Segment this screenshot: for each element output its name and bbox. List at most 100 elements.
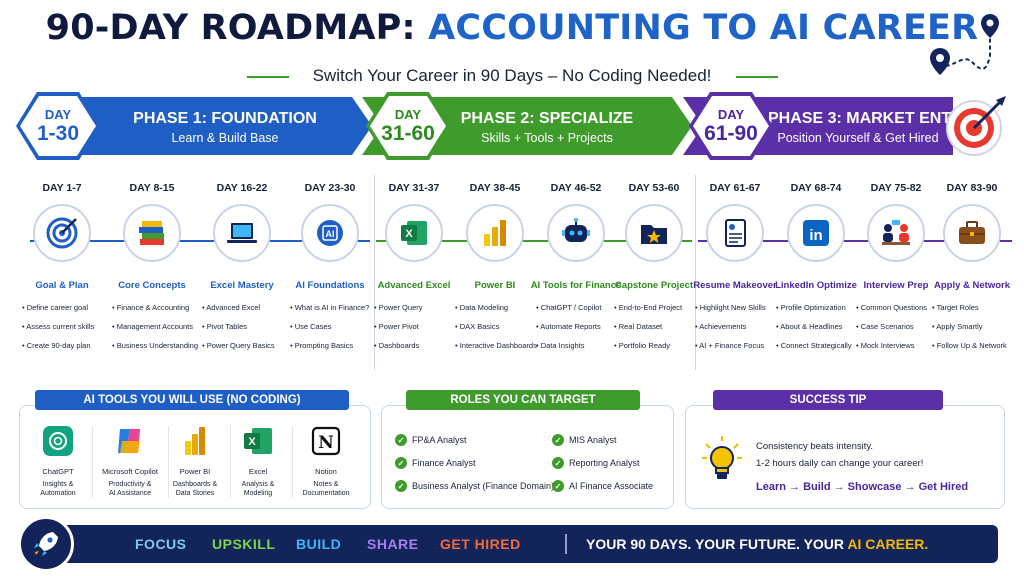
step-column: DAY 68-74 in LinkedIn Optimize Profile O… (770, 182, 862, 360)
step-day: DAY 23-30 (304, 182, 356, 194)
tool-desc-1: Productivity & (108, 481, 152, 488)
step-item: Follow Up & Network (932, 341, 1018, 350)
tool-name: Power BI (179, 467, 211, 476)
step-item: Create 90-day plan (22, 341, 108, 350)
tool-item: Microsoft Copilot Productivity &AI Assis… (90, 425, 170, 499)
phase-2-subtitle: Skills + Tools + Projects (481, 131, 613, 145)
step-column: DAY 75-82 Interview Prep Common Question… (850, 182, 942, 360)
resume-icon (706, 204, 764, 262)
phase-2-day-label: DAY (394, 107, 422, 122)
step-item: Achievements (695, 322, 781, 331)
tool-item: Power BI Dashboards & Data Stories (161, 425, 229, 499)
step-item: Pivot Tables (202, 322, 288, 331)
step-title: AI Tools for Finance (530, 280, 622, 291)
step-item: What is AI in Finance? (290, 303, 376, 312)
role-label: Finance Analyst (412, 458, 476, 468)
step-day: DAY 16-22 (216, 182, 268, 194)
step-title: Capstone Project (614, 280, 694, 291)
tool-item: ChatGPT Insights &Automation (24, 425, 92, 499)
notion-icon: N (311, 426, 341, 456)
tool-item: N Notion Notes &Documentation (289, 425, 363, 499)
step-day: DAY 68-74 (790, 182, 842, 194)
step-column: DAY 31-37 X Advanced Excel Power QueryPo… (368, 182, 460, 360)
step-item: Dashboards (374, 341, 460, 350)
tool-name: ChatGPT (42, 467, 74, 476)
chatgpt-icon (43, 426, 73, 456)
step-title: Interview Prep (863, 280, 929, 291)
svg-text:in: in (809, 227, 822, 244)
step-item: Highlight New Skills (695, 303, 781, 312)
step-item: Data Modeling (455, 303, 541, 312)
step-column: DAY 16-22 Excel Mastery Advanced ExcelPi… (196, 182, 288, 360)
power-bi-icon (466, 204, 524, 262)
step-item: Advanced Excel (202, 303, 288, 312)
page-title: 90-DAY ROADMAP: ACCOUNTING TO AI CAREER (0, 8, 1024, 48)
check-icon: ✓ (552, 434, 564, 446)
step-item: DAX Basics (455, 322, 541, 331)
tools-heading: AI TOOLS YOU WILL USE (NO CODING) (35, 390, 349, 410)
tool-name: Microsoft Copilot (102, 467, 158, 476)
tip-heading: SUCCESS TIP (713, 390, 943, 410)
tool-desc-1: Dashboards & (172, 481, 218, 488)
step-item: About & Headlines (776, 322, 862, 331)
phase-1-day-range: 1-30 (36, 122, 80, 145)
phase-2-day-range: 31-60 (381, 122, 435, 145)
step-day: DAY 83-90 (946, 182, 998, 194)
target-icon (33, 204, 91, 262)
step-item: Assess current skills (22, 322, 108, 331)
step-item: Real Dataset (614, 322, 700, 331)
step-title: Excel Mastery (210, 280, 274, 291)
role-item: ✓FP&A Analyst (395, 434, 467, 446)
footer-tagline-part2: AI CAREER. (847, 536, 929, 552)
step-column: DAY 8-15 Core Concepts Finance & Account… (106, 182, 198, 360)
tool-name: Excel (248, 467, 268, 476)
step-item: Automate Reports (536, 322, 622, 331)
step-day: DAY 8-15 (129, 182, 175, 194)
step-day: DAY 61-67 (709, 182, 761, 194)
phase-2-text: PHASE 2: SPECIALIZE Skills + Tools + Pro… (432, 110, 662, 145)
laptop-icon (213, 204, 271, 262)
footer-banner (24, 525, 998, 563)
tool-desc-1: Insights & (42, 481, 74, 488)
role-item: ✓Reporting Analyst (552, 457, 640, 469)
phase-3-day-label: DAY (717, 107, 745, 122)
step-title: Goal & Plan (35, 280, 89, 291)
footer-word-share: SHARE (367, 536, 419, 552)
check-icon: ✓ (395, 457, 407, 469)
books-icon (123, 204, 181, 262)
check-icon: ✓ (552, 480, 564, 492)
step-item: End-to-End Project (614, 303, 700, 312)
step-item: Management Accounts (112, 322, 198, 331)
footer-tagline-part1: YOUR 90 DAYS. YOUR FUTURE. YOUR (586, 536, 845, 552)
step-item: Common Questions (856, 303, 942, 312)
step-item: Profile Optimization (776, 303, 862, 312)
footer-tagline: YOUR 90 DAYS. YOUR FUTURE. YOUR AI CAREE… (586, 536, 928, 552)
tool-separator (292, 426, 293, 498)
role-label: Business Analyst (Finance Domain) (412, 481, 555, 491)
step-item: Power Query (374, 303, 460, 312)
ai-brain-icon: AI (301, 204, 359, 262)
title-part2: ACCOUNTING TO AI CAREER (428, 8, 979, 48)
role-item: ✓ Finance Analyst (395, 457, 476, 469)
tool-separator (92, 426, 93, 498)
step-item: Define career goal (22, 303, 108, 312)
step-item: Portfolio Ready (614, 341, 700, 350)
lightbulb-icon (702, 436, 742, 479)
timeline-line-phase-3 (698, 240, 1012, 242)
step-title: AI Foundations (295, 280, 365, 291)
tool-desc-2: Data Stories (175, 490, 215, 498)
svg-text:N: N (318, 433, 334, 453)
tool-desc-1: Notes & (313, 481, 339, 488)
step-column: DAY 1-7 Goal & Plan Define career goalAs… (16, 182, 108, 360)
map-route-icon (930, 14, 999, 75)
excel-icon: X (244, 428, 272, 454)
step-item: Apply Smartly (932, 322, 1018, 331)
tool-desc-1: Analysis & (241, 481, 275, 488)
role-item: ✓ AI Finance Associate (552, 480, 653, 492)
target-arrow-icon (946, 96, 1006, 156)
tool-item: X Excel Analysis &Modeling (224, 425, 292, 499)
footer-word-get-hired: GET HIRED (440, 536, 521, 552)
step-title: Power BI (474, 280, 516, 291)
role-label: AI Finance Associate (569, 481, 654, 491)
step-item: Business Understanding (112, 341, 198, 350)
